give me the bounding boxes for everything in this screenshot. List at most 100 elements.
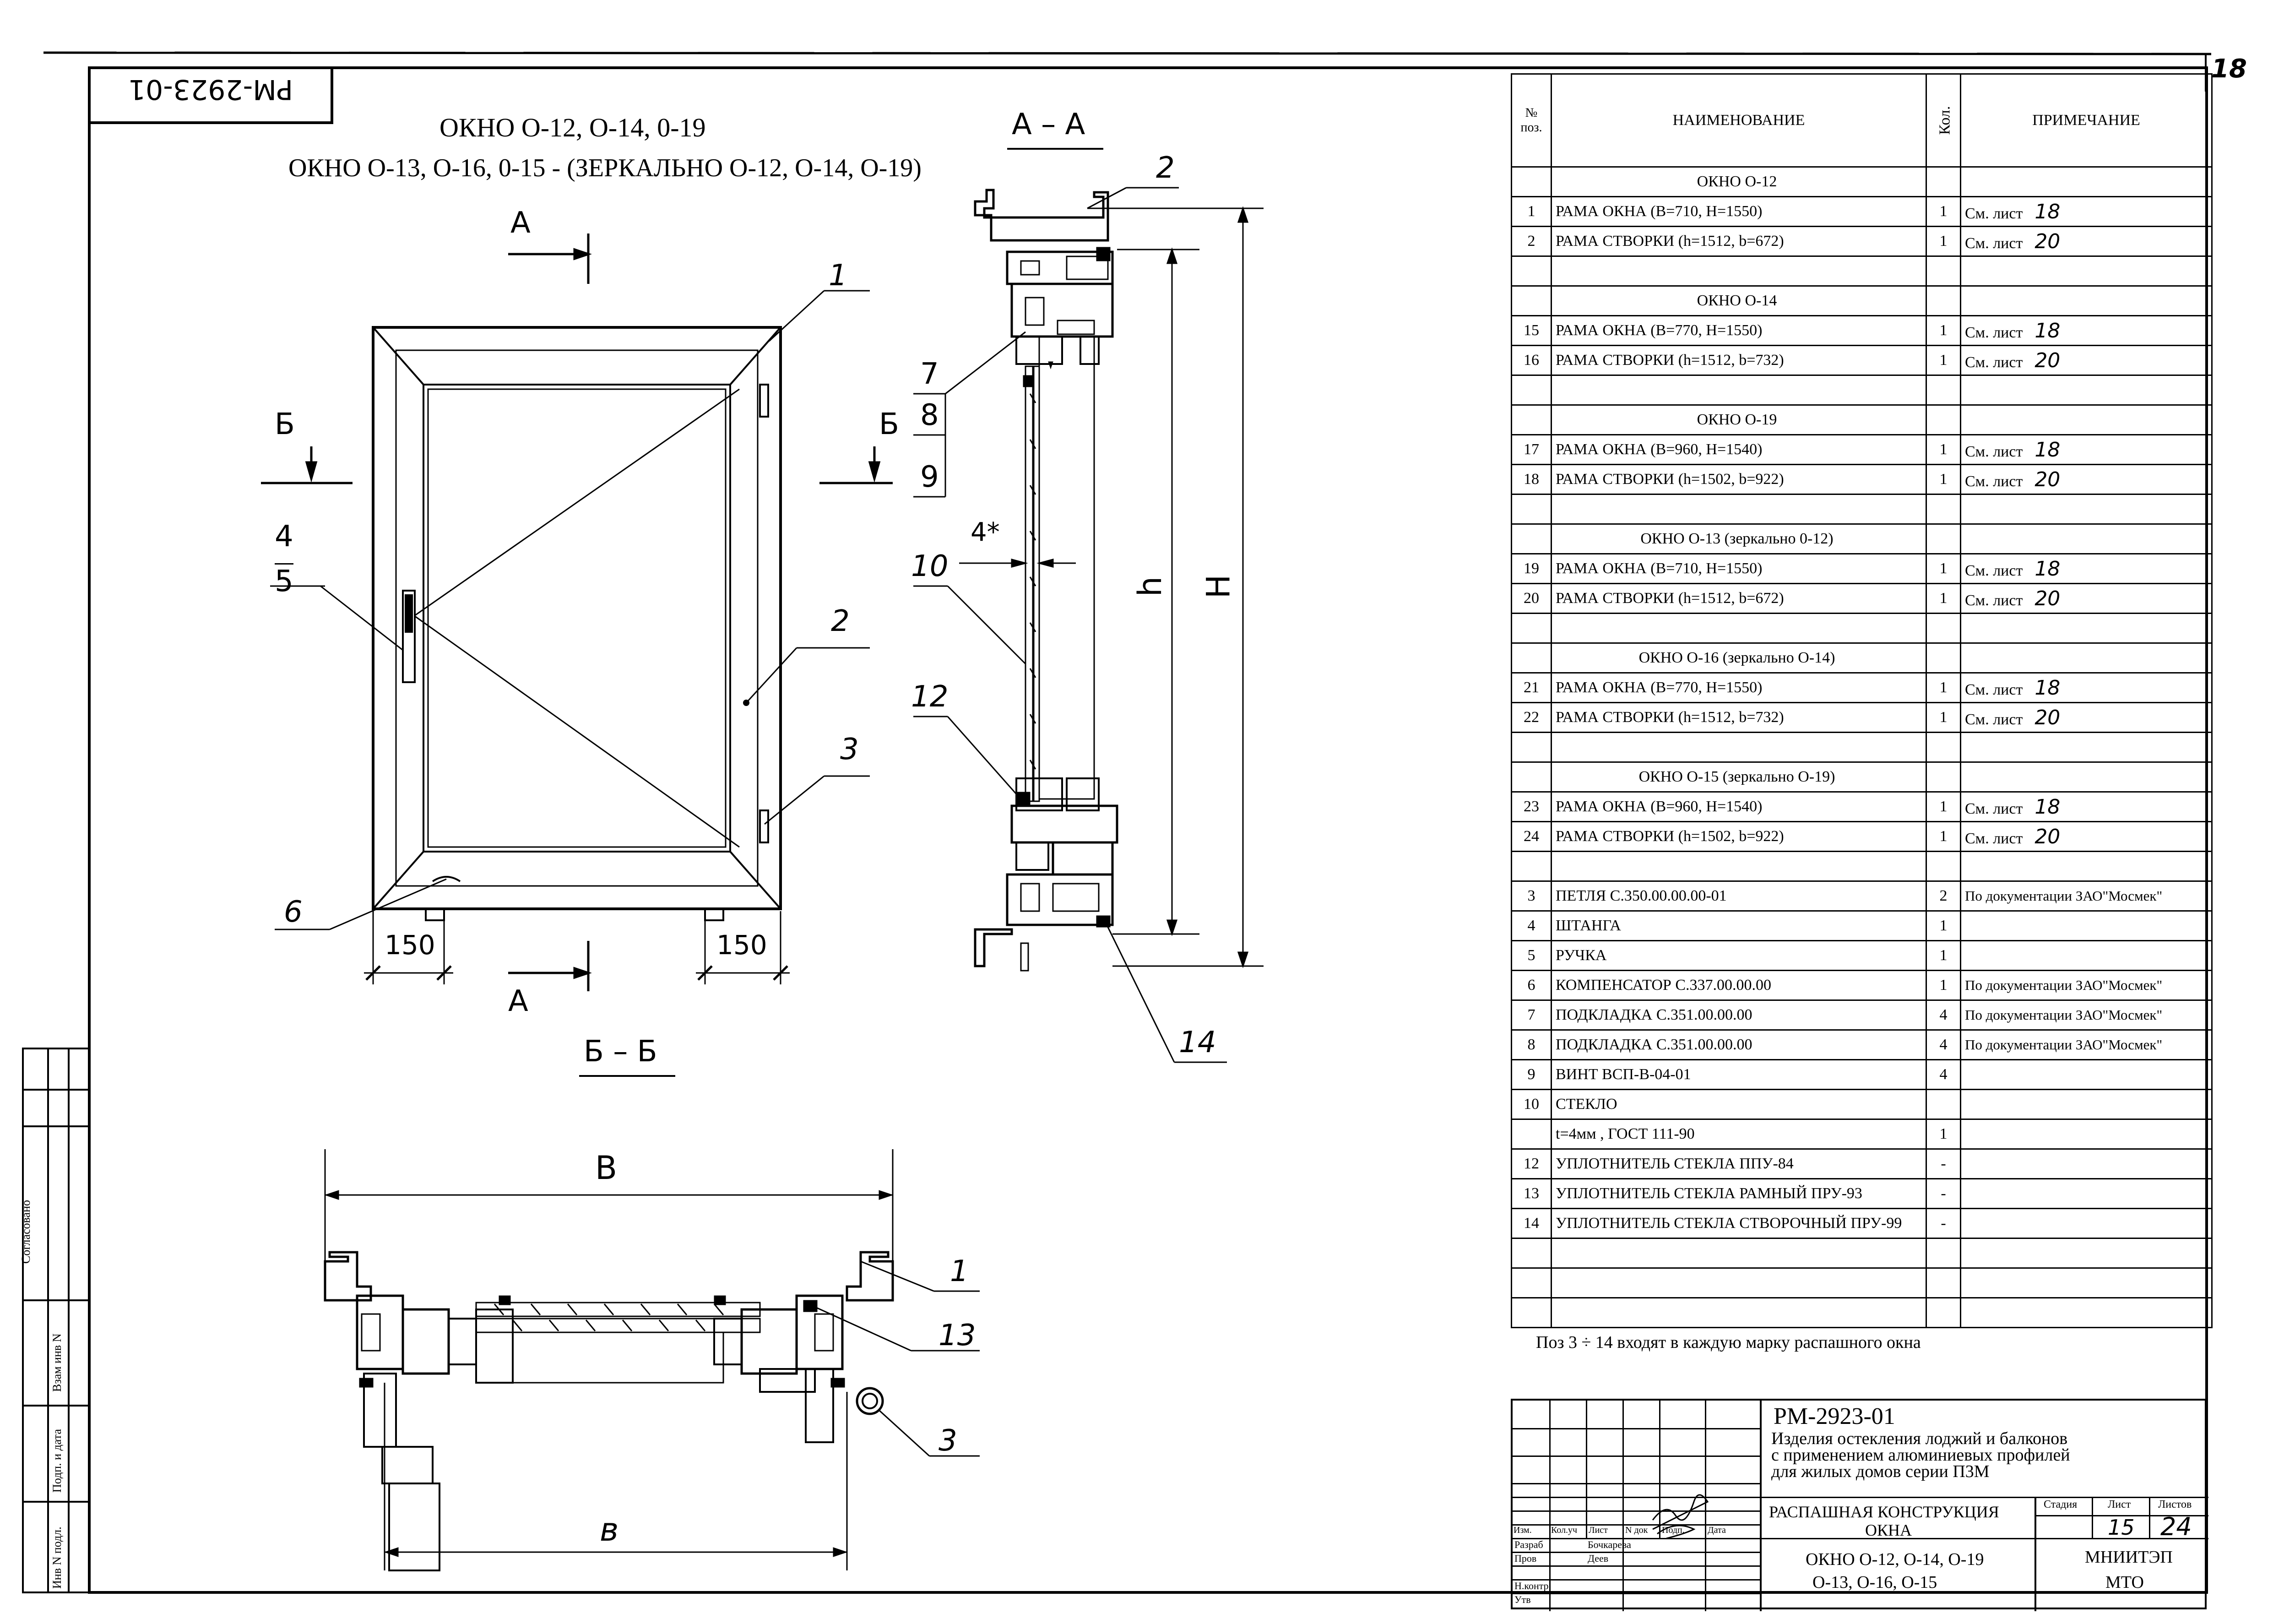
spec-qty: 1 (1939, 679, 1948, 696)
spec-name: РАМА СТВОРКИ (h=1512, b=672) (1556, 233, 1784, 250)
tb-title-line-2: ОКНА (1865, 1521, 1912, 1539)
spec-group-row: ОКНО О-12 (1511, 166, 2213, 197)
spec-note: См. лист (1965, 353, 2023, 371)
spec-qty: 1 (1939, 560, 1948, 577)
spec-sheet-ref: 20 (2034, 348, 2061, 372)
spec-header-name: НАИМЕНОВАНИЕ (1551, 73, 1927, 168)
spec-note: См. лист (1965, 324, 2023, 341)
spec-pos: 16 (1524, 352, 1539, 369)
spec-qty: - (1941, 1215, 1946, 1232)
side-stamp-agreed: Согласовано (19, 1200, 33, 1264)
callout-1-bb: 1 (950, 1255, 969, 1288)
spec-header-note: ПРИМЕЧАНИЕ (1960, 73, 2213, 168)
callout-12-aa: 12 (911, 680, 949, 714)
spec-note: См. лист (1965, 473, 2023, 490)
specification-table: № поз. НАИМЕНОВАНИЕ Кол. ПРИМЕЧАНИЕ ОКНО… (1511, 73, 2213, 1328)
callout-10-aa: 10 (911, 549, 949, 583)
side-stamp-signature-date: Подп. и дата (50, 1429, 64, 1493)
spec-name: ПЕТЛЯ С.350.00.00.00-01 (1556, 887, 1727, 904)
spec-note: По документации ЗАО"Мосмек" (1965, 888, 2163, 904)
drawing-code-rotated: PM-2923-01 (128, 73, 293, 105)
spec-row (1511, 1267, 2213, 1298)
spec-name: ШТАНГА (1556, 917, 1621, 934)
spec-sheet-ref: 18 (2034, 557, 2061, 581)
spec-group-row: ОКНО О-16 (зеркально О-14) (1511, 642, 2213, 673)
spec-row (1511, 732, 2213, 763)
tb-sheet-number: 15 (2108, 1515, 2135, 1540)
spec-qty: 1 (1939, 977, 1948, 994)
spec-row (1511, 375, 2213, 406)
section-bb-leaders (810, 1260, 980, 1457)
spec-note: См. лист (1965, 592, 2023, 609)
spec-row (1511, 1297, 2213, 1328)
section-bb-title: Б – Б (584, 1035, 657, 1069)
spec-row (1511, 851, 2213, 882)
tb-role-developer: Разраб (1514, 1539, 1543, 1550)
spec-qty: 1 (1939, 828, 1948, 845)
footnote: Поз 3 ÷ 14 входят в каждую марку распашн… (1536, 1333, 1921, 1352)
spec-qty: 1 (1939, 1125, 1948, 1142)
tb-role-normcontrol: Н.контр (1514, 1580, 1549, 1591)
tb-project-line-1: Изделия остекления лоджий и балконов (1771, 1429, 2068, 1448)
spec-pos: 13 (1524, 1185, 1539, 1202)
spec-row: 16 РАМА СТВОРКИ (h=1512, b=732) 1 См. лист 2… (1511, 345, 2213, 376)
callout-2-elevation: 2 (831, 604, 850, 638)
spec-name: СТЕКЛО (1556, 1096, 1617, 1113)
tb-name-developer: Бочкарева (1588, 1539, 1631, 1550)
spec-name: РАМА СТВОРКИ (h=1512, b=732) (1556, 352, 1784, 369)
elevation-leaders (270, 290, 870, 930)
tb-subtitle-line-2: О-13, О-16, О-15 (1812, 1573, 1937, 1592)
spec-note: См. лист (1965, 443, 2023, 460)
callout-9-aa: 9 (920, 460, 939, 494)
spec-note: См. лист (1965, 205, 2023, 222)
spec-note: См. лист (1965, 562, 2023, 579)
spec-pos: 17 (1524, 441, 1539, 458)
spec-group-title: ОКНО О-16 (зеркально О-14) (1638, 649, 1835, 666)
section-mark-a-top: А (510, 206, 531, 240)
spec-pos: 5 (1527, 947, 1535, 964)
tb-col-izm: Изм. (1514, 1525, 1532, 1535)
spec-pos: 7 (1527, 1006, 1535, 1023)
spec-header-qty: Кол. (1936, 106, 1953, 135)
spec-qty: 1 (1939, 590, 1948, 607)
spec-qty: 1 (1939, 709, 1948, 726)
spec-pos: 15 (1524, 322, 1539, 339)
spec-pos: 2 (1527, 233, 1535, 250)
tb-col-ndok: N док (1625, 1525, 1648, 1535)
tb-org-line-1: МНИИТЭП (2085, 1548, 2173, 1567)
spec-pos: 21 (1524, 679, 1539, 696)
spec-name: РАМА ОКНА (В=960, Н=1540) (1556, 798, 1763, 815)
spec-pos: 1 (1527, 203, 1535, 220)
spec-name: РАМА СТВОРКИ (h=1502, b=922) (1556, 828, 1784, 845)
spec-qty: 1 (1939, 352, 1948, 369)
spec-pos: 3 (1527, 887, 1535, 904)
spec-sheet-ref: 18 (2034, 795, 2061, 819)
spec-group-title: ОКНО О-13 (зеркально 0-12) (1640, 530, 1834, 547)
spec-name: РАМА СТВОРКИ (h=1502, b=922) (1556, 471, 1784, 488)
spec-pos: 6 (1527, 977, 1535, 994)
callout-13-bb: 13 (939, 1319, 976, 1352)
spec-qty: - (1941, 1155, 1946, 1172)
spec-name: РУЧКА (1556, 947, 1607, 964)
spec-qty: 1 (1939, 471, 1948, 488)
tb-col-data: Дата (1708, 1525, 1726, 1535)
dim-width-B: B (595, 1149, 618, 1187)
callout-7-aa: 7 (920, 357, 939, 391)
